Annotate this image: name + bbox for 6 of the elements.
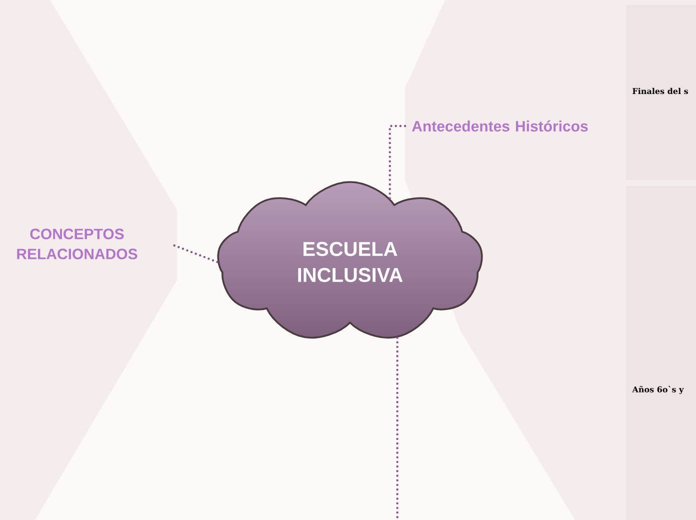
topic-heading: Antecedentes Históricos — [412, 120, 588, 132]
connector — [388, 124, 408, 200]
topic-panel: Años 6o`s y — [626, 186, 696, 520]
topic-panel: Finales del s — [626, 5, 696, 180]
connector — [396, 336, 398, 520]
topic-heading: CONCEPTOS RELACIONADOS — [17, 228, 138, 260]
